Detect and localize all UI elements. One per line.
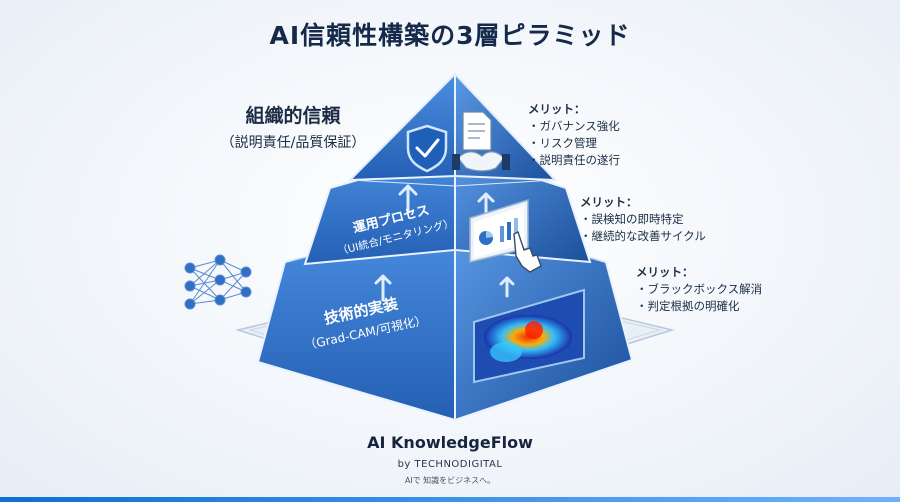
pointer-hand-icon <box>513 231 542 273</box>
top-tier-sub: （説明責任/品質保証） <box>220 135 366 151</box>
brand-name: AI KnowledgeFlow <box>367 433 533 452</box>
dashboard-icon <box>469 198 529 263</box>
heatmap-icon <box>473 288 585 384</box>
merit-item: ・説明責任の遂行 <box>528 153 620 167</box>
up-arrow-icon <box>374 184 515 302</box>
page-title: AI信頼性構築の3層ピラミッド <box>269 21 631 50</box>
handshake-icon <box>452 151 510 172</box>
middle-tier-merits: メリット： ・誤検知の即時特定 ・継続的な改善サイクル <box>580 194 706 245</box>
brand-tagline: AIで 知識をビジネスへ。 <box>404 476 496 485</box>
top-tier-heading: 組織的信頼 <box>245 105 341 127</box>
bottom-merit-heading: メリット： <box>636 265 694 279</box>
brand-by: by TECHNODIGITAL <box>397 459 503 470</box>
merit-item: ・継続的な改善サイクル <box>580 229 706 243</box>
merit-item: ・リスク管理 <box>528 136 597 150</box>
shield-check-icon <box>406 124 448 173</box>
merit-item: ・判定根拠の明確化 <box>636 299 740 313</box>
bottom-tier-merits: メリット： ・ブラックボックス解消 ・判定根拠の明確化 <box>636 264 762 315</box>
top-tier-label: 組織的信頼 （説明責任/品質保証） <box>218 101 368 152</box>
merit-item: ・ガバナンス強化 <box>528 119 620 133</box>
merit-item: ・誤検知の即時特定 <box>580 212 684 226</box>
merit-item: ・ブラックボックス解消 <box>636 282 763 296</box>
middle-merit-heading: メリット： <box>580 195 638 209</box>
accent-bar <box>0 497 900 502</box>
neural-network-icon <box>184 254 252 310</box>
document-icon <box>462 111 492 151</box>
top-tier-merits: メリット： ・ガバナンス強化 ・リスク管理 ・説明責任の遂行 <box>528 101 620 169</box>
top-merit-heading: メリット： <box>528 102 586 116</box>
